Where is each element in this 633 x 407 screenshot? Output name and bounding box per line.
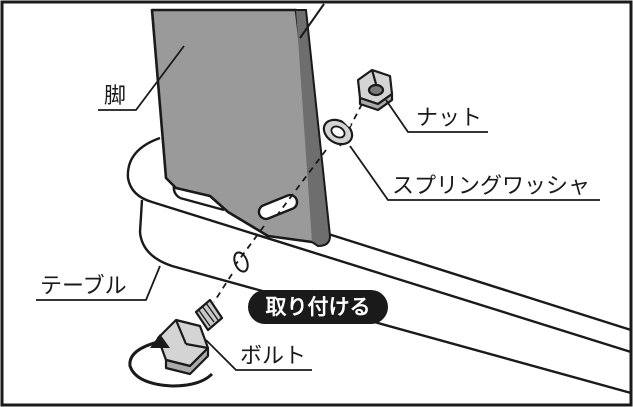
hex-nut bbox=[356, 68, 394, 112]
leader-lines bbox=[36, 45, 600, 371]
spring-washer bbox=[322, 118, 354, 146]
attach-instruction-badge: 取り付ける bbox=[248, 290, 388, 324]
leg-label: 脚 bbox=[104, 84, 127, 109]
leg-plate bbox=[150, 3, 332, 248]
bolt-label: ボルト bbox=[240, 344, 307, 369]
rotation-arrow bbox=[128, 334, 214, 388]
table-frame bbox=[126, 136, 632, 395]
table-hole bbox=[233, 251, 249, 273]
spring-washer-label: スプリングワッシャ bbox=[392, 174, 591, 199]
nut-label: ナット bbox=[416, 106, 483, 131]
table-label: テーブル bbox=[40, 274, 127, 299]
hex-bolt bbox=[156, 298, 224, 376]
